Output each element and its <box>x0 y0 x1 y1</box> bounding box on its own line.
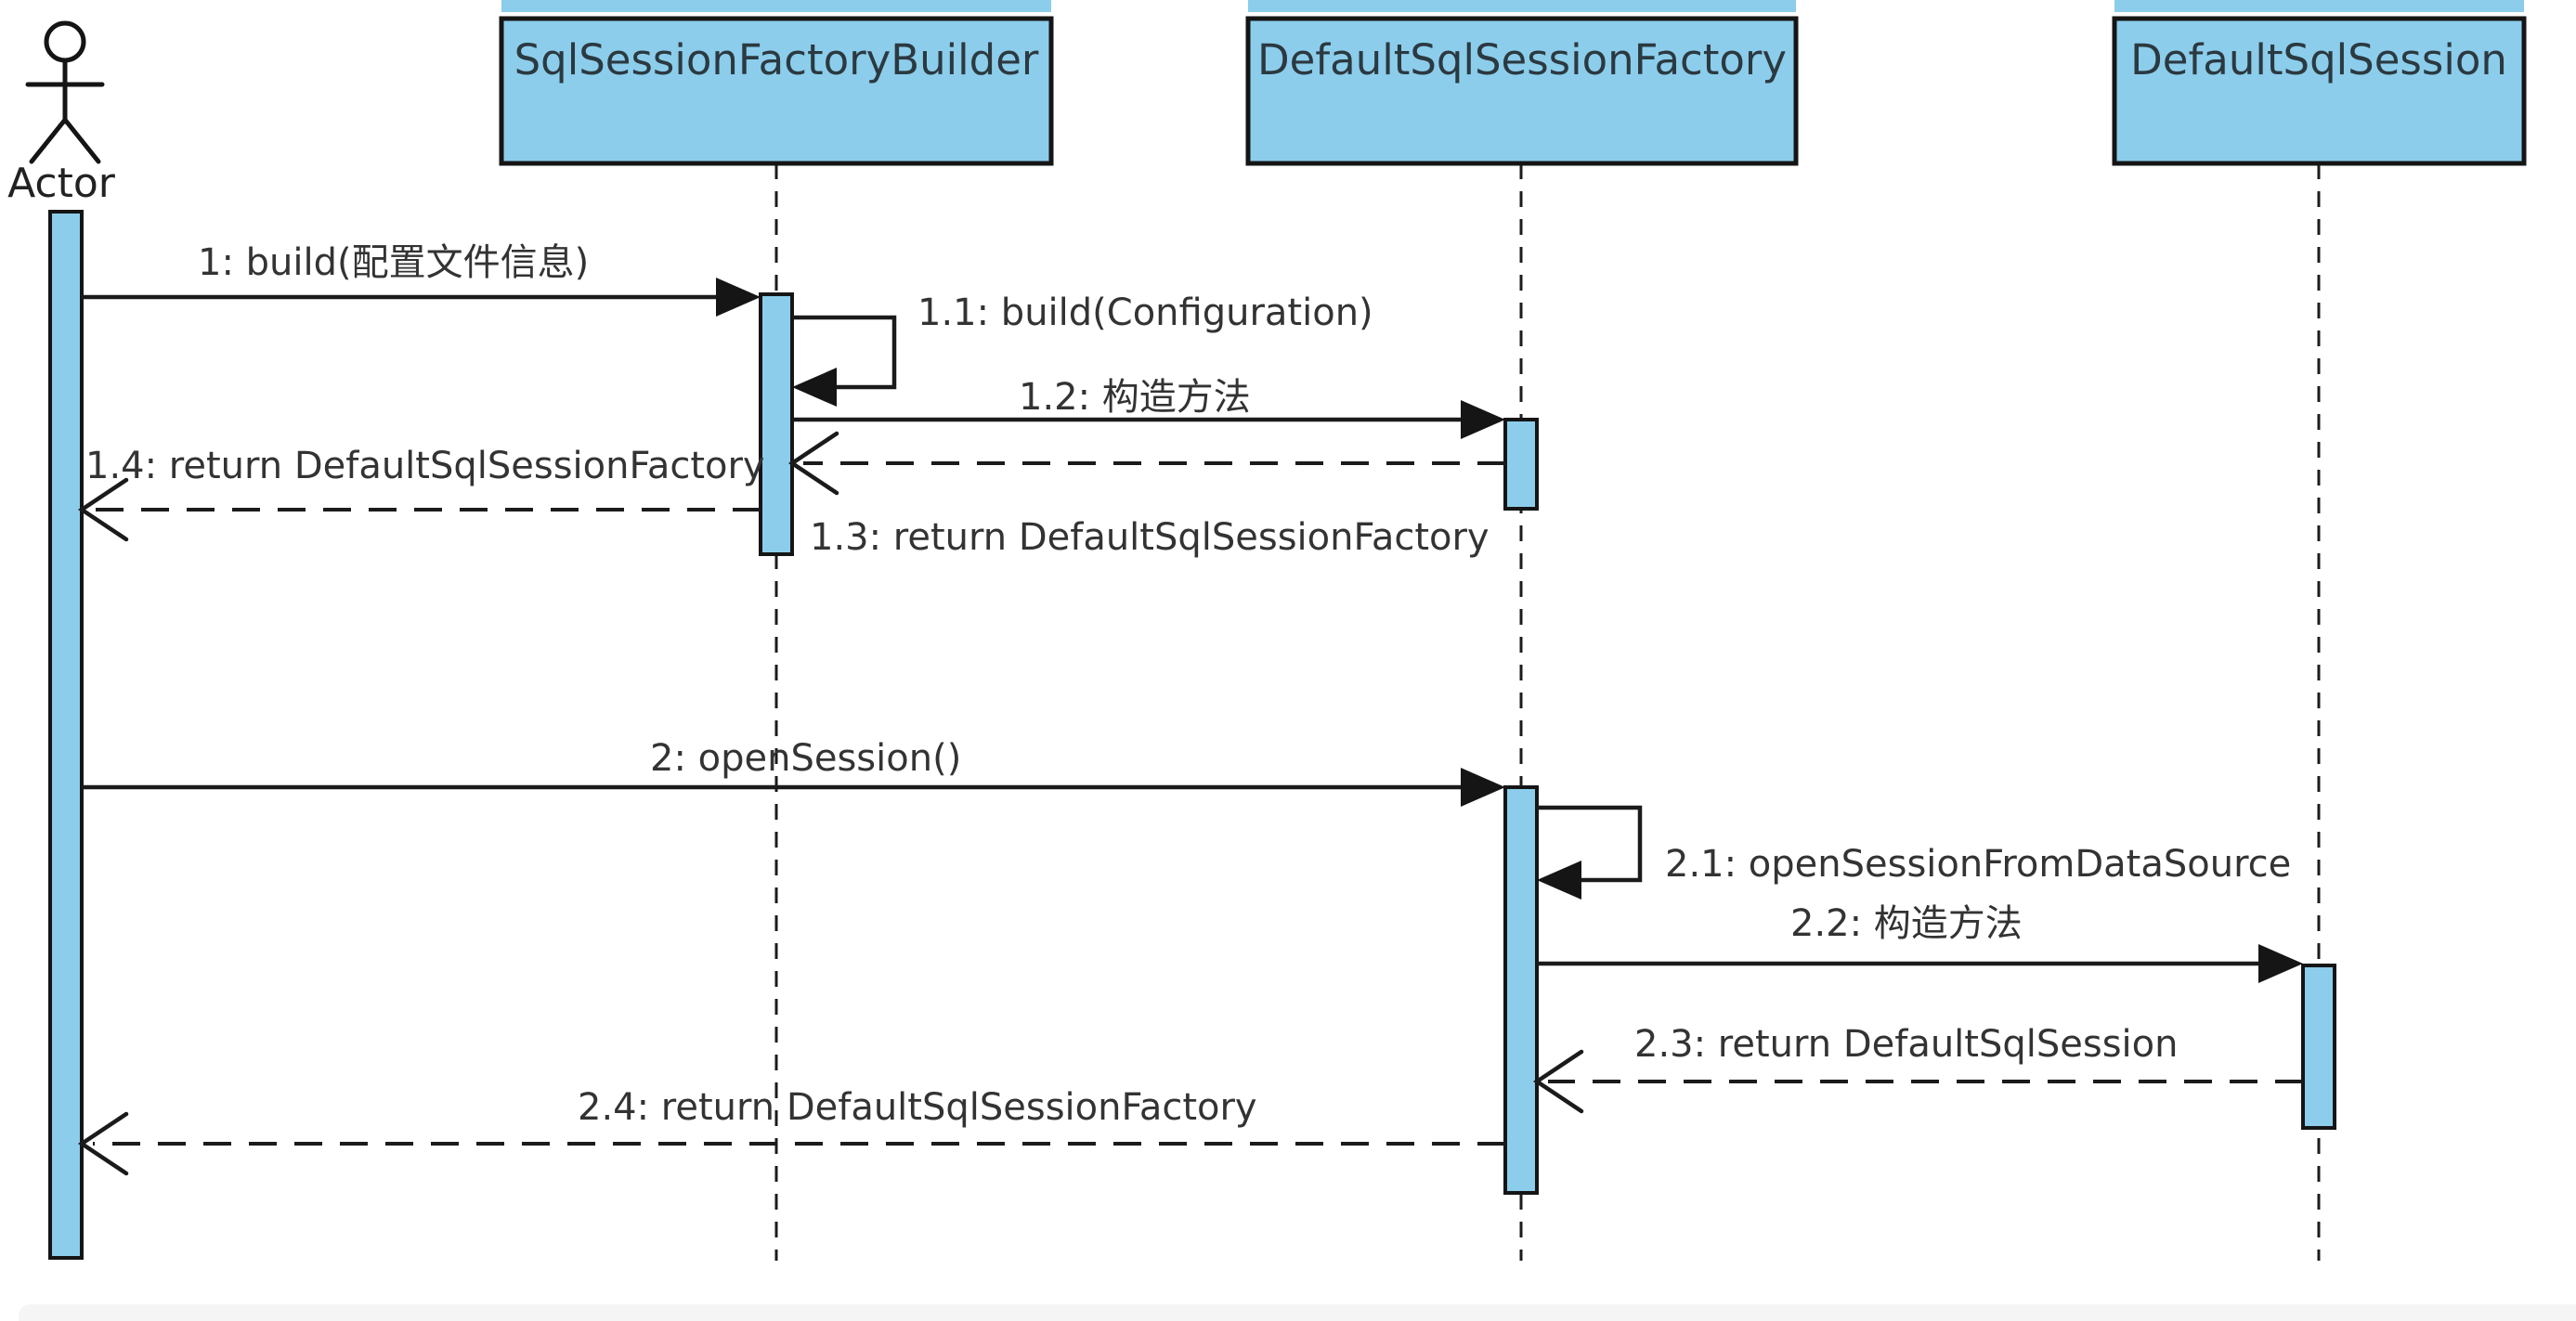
arrowhead-filled-icon <box>2258 944 2303 983</box>
activation-sqlsessionfactorybuilder <box>759 292 794 556</box>
arrowhead-open-icon <box>787 431 839 496</box>
participant-label: SqlSessionFactoryBuilder <box>514 35 1039 84</box>
participant-defaultsqlsession: DefaultSqlSession <box>2112 0 2527 166</box>
participant-box-top-sliver <box>2114 0 2524 12</box>
arrowhead-filled-icon <box>1537 861 1581 900</box>
bottom-strip <box>19 1304 2576 1321</box>
message-2-1-loop <box>1537 805 1643 883</box>
participant-sqlsessionfactorybuilder: SqlSessionFactoryBuilder <box>499 0 1054 166</box>
arrowhead-filled-icon <box>1461 400 1505 439</box>
message-1: 1: build(配置文件信息) <box>82 241 761 317</box>
message-2: 2: openSession() <box>82 737 1505 807</box>
message-2-3-label: 2.3: return DefaultSqlSession <box>1634 1023 2179 1066</box>
activation-defaultsqlsession <box>2301 964 2336 1130</box>
participant-label: DefaultSqlSessionFactory <box>1257 35 1787 84</box>
message-1-3: 1.3: return DefaultSqlSessionFactory <box>787 431 1505 559</box>
participant-defaultsqlsessionfactory: DefaultSqlSessionFactory <box>1245 0 1799 166</box>
message-2-label: 2: openSession() <box>650 737 961 780</box>
message-1-2-label: 1.2: 构造方法 <box>1019 376 1251 419</box>
message-2-1-label: 2.1: openSessionFromDataSource <box>1665 843 2291 886</box>
actor-figure: Actor <box>7 20 116 207</box>
message-2-2: 2.2: 构造方法 <box>1537 902 2303 983</box>
arrowhead-filled-icon <box>1461 768 1505 807</box>
activation-defaultsqlsessionfactory-2 <box>1503 785 1539 1195</box>
message-1-1-loop <box>792 315 897 390</box>
arrowhead-open-icon <box>77 1111 129 1176</box>
message-1-1-label: 1.1: build(Configuration) <box>917 291 1373 334</box>
message-2-4: 2.4: return DefaultSqlSessionFactory <box>77 1086 1505 1176</box>
participant-box <box>499 16 1054 166</box>
message-1-4: 1.4: return DefaultSqlSessionFactory <box>77 445 765 542</box>
arrowhead-open-icon <box>1532 1049 1584 1114</box>
participant-box <box>1245 16 1799 166</box>
actor-head-icon <box>44 20 86 63</box>
message-1-4-label: 1.4: return DefaultSqlSessionFactory <box>85 445 765 487</box>
arrowhead-filled-icon <box>792 368 837 407</box>
message-1-3-label: 1.3: return DefaultSqlSessionFactory <box>810 516 1490 559</box>
message-2-4-label: 2.4: return DefaultSqlSessionFactory <box>578 1086 1257 1129</box>
message-2-1: 2.1: openSessionFromDataSource <box>1537 805 2291 900</box>
actor-left-leg-icon <box>29 117 68 164</box>
activation-actor <box>48 210 84 1260</box>
arrowhead-open-icon <box>77 477 129 542</box>
message-1-label: 1: build(配置文件信息) <box>198 241 589 284</box>
participant-box-top-sliver <box>501 0 1051 12</box>
message-1-2: 1.2: 构造方法 <box>792 376 1505 439</box>
actor-label: Actor <box>7 160 116 207</box>
participant-label: DefaultSqlSession <box>2130 35 2507 84</box>
participant-box <box>2112 16 2527 166</box>
message-2-3: 2.3: return DefaultSqlSession <box>1532 1023 2303 1114</box>
activation-defaultsqlsessionfactory-1 <box>1503 418 1539 511</box>
participant-box-top-sliver <box>1248 0 1796 12</box>
actor-right-leg-icon <box>62 117 101 164</box>
message-1-1: 1.1: build(Configuration) <box>792 291 1373 407</box>
message-2-2-label: 2.2: 构造方法 <box>1790 902 2023 945</box>
arrowhead-filled-icon <box>716 278 761 317</box>
